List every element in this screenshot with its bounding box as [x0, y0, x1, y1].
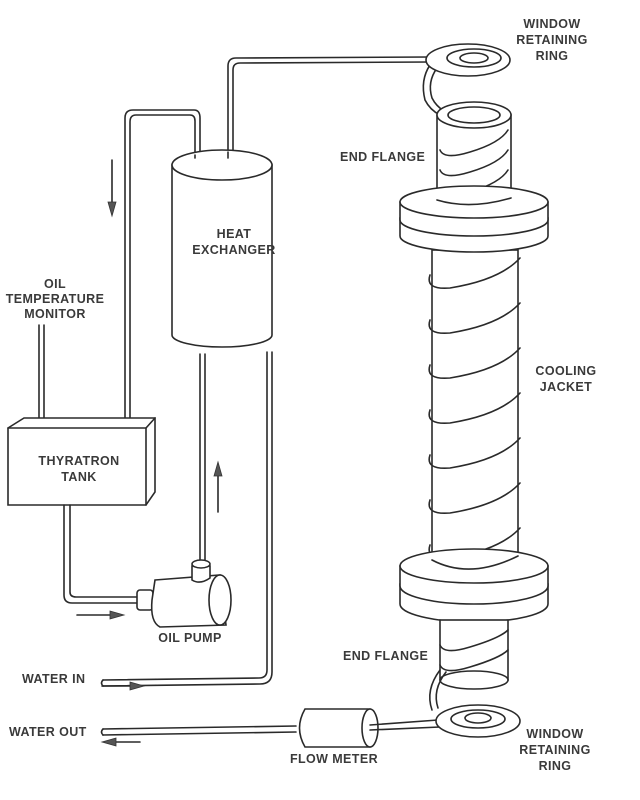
water-in-label: WATER IN [22, 672, 85, 686]
cooling-jacket-label-1: COOLING [535, 364, 596, 378]
flow-meter-label: FLOW METER [290, 752, 378, 766]
oil-temp-monitor-label-1: OIL [44, 277, 66, 291]
window-ring-top-label-1: WINDOW [523, 17, 580, 31]
window-ring-top-label-2: RETAINING [516, 33, 587, 47]
flow-arrow-up [213, 460, 223, 513]
bottom-window-retaining-ring [429, 669, 521, 738]
window-ring-bottom-label-2: RETAINING [519, 743, 590, 757]
end-flange-bottom-label: END FLANGE [343, 649, 428, 663]
flow-arrow-down [107, 159, 117, 218]
flow-arrow-water-out [100, 737, 141, 747]
thyratron-tank-label-2: TANK [61, 470, 96, 484]
end-flange-top-label: END FLANGE [340, 150, 425, 164]
oil-pump-label: OIL PUMP [158, 631, 221, 645]
heat-exchanger [171, 149, 273, 348]
pipe-oil-temp-monitor [38, 324, 45, 419]
water-out-label: WATER OUT [9, 725, 87, 739]
pipe-water-out [100, 725, 297, 736]
pipe-flowmeter-to-ring [369, 719, 441, 731]
pipe-hx-to-pump [199, 353, 206, 561]
oil-temp-monitor-label-3: MONITOR [24, 307, 86, 321]
heat-exchanger-label-1: HEAT [217, 227, 252, 241]
window-ring-top-label-3: RING [536, 49, 569, 63]
oil-pump [136, 559, 232, 628]
pipe-tank-to-pump [63, 504, 138, 604]
heat-exchanger-label-2: EXCHANGER [192, 243, 275, 257]
window-ring-bottom-label-3: RING [539, 759, 572, 773]
pipe-tank-to-hx [124, 109, 201, 419]
flow-arrow-water-in [101, 681, 146, 691]
lower-flange-discs [399, 548, 549, 623]
pipe-hx-to-top-ring [227, 56, 431, 153]
thyratron-tank-label-1: THYRATRON [38, 454, 119, 468]
oil-temp-monitor-label-2: TEMPERATURE [6, 292, 105, 306]
thyratron-tank [7, 417, 156, 506]
top-window-retaining-ring [422, 43, 511, 116]
upper-flange-discs [399, 185, 549, 253]
flow-meter [298, 708, 379, 748]
bottom-end-flange [439, 619, 509, 690]
laser-tube-assembly [399, 43, 549, 738]
window-ring-bottom-label-1: WINDOW [526, 727, 583, 741]
flow-arrow-right-pump [76, 610, 126, 620]
cooling-jacket-label-2: JACKET [540, 380, 592, 394]
